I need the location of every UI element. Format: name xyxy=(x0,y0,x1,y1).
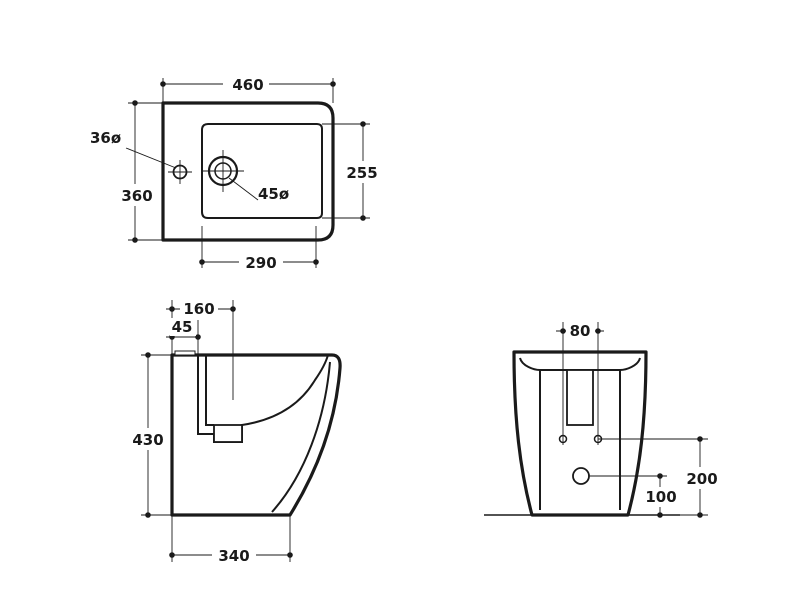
back-view-plate xyxy=(566,369,594,426)
dim-waste-height-label: 100 xyxy=(645,488,676,506)
dim-tap-offset-label: 160 xyxy=(183,300,214,318)
waste-hole xyxy=(572,467,590,485)
dim-base-depth-label: 340 xyxy=(218,547,249,565)
dim-basin-width-label: 290 xyxy=(245,254,276,272)
tap-hole-label: 36ø xyxy=(90,129,121,147)
side-view: 160 45 430 340 xyxy=(128,298,342,566)
side-view-waste xyxy=(213,424,243,443)
dim-basin-depth-label: 255 xyxy=(346,164,377,182)
dim-depth-label: 360 xyxy=(121,187,152,205)
dim-rim-offset-label: 45 xyxy=(172,318,193,336)
back-view-outline xyxy=(512,350,648,517)
drain-hole-label: 45ø xyxy=(258,185,289,203)
dim-width-label: 460 xyxy=(232,76,263,94)
top-view: 460 360 255 290 36ø 45ø xyxy=(90,73,384,273)
top-view-outline xyxy=(161,101,335,242)
dim-fixing-spacing-label: 80 xyxy=(570,322,591,340)
dim-height-label: 430 xyxy=(132,431,163,449)
basin-outline xyxy=(201,123,323,219)
dim-fixing-height-label: 200 xyxy=(686,470,717,488)
back-view: 80 200 100 xyxy=(484,320,721,518)
